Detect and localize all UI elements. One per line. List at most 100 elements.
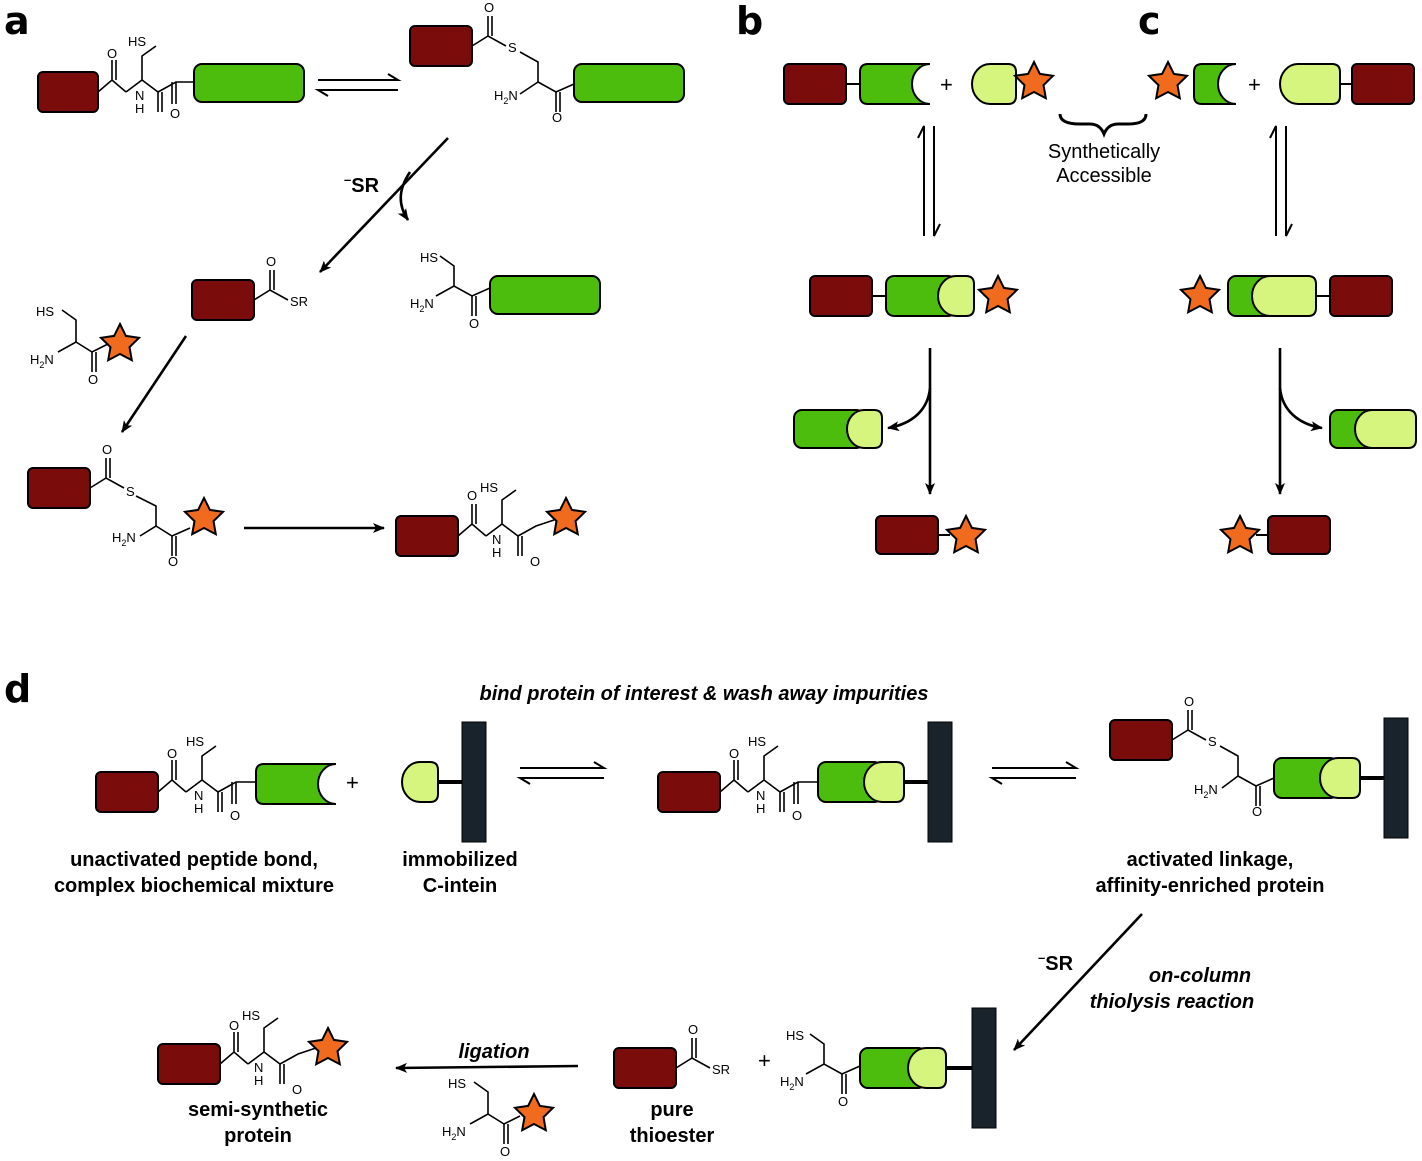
plus-sign: + <box>940 72 953 97</box>
resin-bound-intein: HS H2N O <box>780 1007 997 1129</box>
extein-domain-red <box>613 1047 677 1089</box>
unactivated-label-line2: complex biochemical mixture <box>54 875 334 897</box>
equilibrium-arrow-a <box>314 73 402 97</box>
cargo-star <box>308 1027 348 1066</box>
intein-domain-green <box>193 63 305 103</box>
pure-label-line2: thioester <box>630 1125 715 1147</box>
atom-n: N <box>194 788 203 803</box>
atom-o: O <box>88 372 98 387</box>
atom-h: H <box>135 101 144 116</box>
cargo-star <box>1148 61 1188 100</box>
alkyl-thioester: O SR <box>191 254 308 321</box>
bind-wash-note: bind protein of interest & wash away imp… <box>480 683 929 705</box>
amide-precursor: O HS N H O <box>37 34 305 121</box>
atom-o: O <box>530 554 540 569</box>
pure-thioester: O SR <box>613 1022 730 1089</box>
extein-domain-red <box>1351 63 1415 105</box>
c-intein-lightgreen <box>846 409 883 449</box>
thioester-intermediate: O S H2N O <box>409 0 685 125</box>
cargo-star <box>184 497 224 536</box>
extein-domain-red <box>409 25 473 67</box>
atom-s: S <box>508 40 517 55</box>
immobilized-c-intein <box>401 721 487 843</box>
resin-bead <box>927 721 953 843</box>
atom-h2n: H2N <box>112 530 136 548</box>
cargo-star <box>1180 275 1220 314</box>
extein-domain-red <box>1267 515 1331 555</box>
spliced-product-b <box>875 515 986 555</box>
excised-intein-arrow-c <box>1278 387 1323 432</box>
thiolysis-label-line1: on-column <box>1149 965 1251 987</box>
atom-hs: HS <box>420 250 438 265</box>
atom-o: O <box>688 1022 698 1037</box>
extein-domain-red <box>27 467 91 509</box>
activated-label-line2: affinity-enriched protein <box>1096 875 1325 897</box>
cargo-thioester: O S H2N O <box>27 442 224 569</box>
atom-n: N <box>135 88 144 103</box>
excised-intein-c <box>1329 409 1417 449</box>
atom-o: O <box>167 746 177 761</box>
intein-domain-green <box>573 63 685 103</box>
atom-hs: HS <box>448 1076 466 1091</box>
split-intein-complex-c <box>1180 275 1393 317</box>
spliced-product-c <box>1220 515 1331 555</box>
n-intein-green <box>255 763 337 805</box>
atom-o: O <box>838 1094 848 1109</box>
extein-domain-red <box>657 771 721 813</box>
cargo-star <box>978 275 1018 314</box>
c-intein-lightgreen <box>1354 409 1417 449</box>
atom-hs: HS <box>748 734 766 749</box>
ligated-product-a: O HS N H O <box>395 480 586 569</box>
immobilized-label-line1: immobilized <box>402 849 518 871</box>
atom-o: O <box>500 1144 510 1159</box>
atom-h2n: H2N <box>30 352 54 370</box>
cargo-star <box>514 1093 554 1132</box>
atom-n: N <box>254 1060 263 1075</box>
excised-intein-b <box>793 409 883 449</box>
extein-domain-red <box>395 515 459 557</box>
atom-hs: HS <box>480 480 498 495</box>
semi-synthetic-product: O HS N H O <box>157 1008 348 1097</box>
atom-o: O <box>484 0 494 15</box>
activated-thioester-resin: O S H2N O <box>1109 694 1409 839</box>
accessible-label: Accessible <box>1056 165 1152 187</box>
c-intein-cargo <box>971 61 1054 105</box>
atom-o: O <box>792 808 802 823</box>
synthetically-label: Synthetically <box>1048 141 1160 163</box>
cargo-star <box>546 497 586 536</box>
extein-domain-red <box>783 63 847 105</box>
panel-label-d: d <box>4 667 31 711</box>
atom-o: O <box>552 110 562 125</box>
cargo-star <box>1220 515 1260 554</box>
atom-hs: HS <box>786 1028 804 1043</box>
ligation-label: ligation <box>458 1041 529 1063</box>
semi-label-line1: semi-synthetic <box>188 1099 328 1121</box>
atom-o: O <box>467 488 477 503</box>
c-intein-lightgreen <box>401 761 439 803</box>
c-intein-lightgreen <box>863 761 905 803</box>
cargo-star <box>1014 61 1054 100</box>
atom-o: O <box>229 1018 239 1033</box>
atom-h: H <box>254 1073 263 1088</box>
extein-domain-red <box>875 515 939 555</box>
c-intein-lightgreen <box>1319 757 1361 799</box>
extein-domain-red <box>809 275 873 317</box>
atom-hs: HS <box>242 1008 260 1023</box>
equilibrium-arrow-d1 <box>516 761 608 785</box>
split-intein-complex-b <box>809 275 1018 317</box>
extein-domain-red <box>191 279 255 321</box>
resin-bead <box>971 1007 997 1129</box>
atom-hs: HS <box>186 734 204 749</box>
atom-h2n: H2N <box>780 1074 804 1092</box>
unactivated-precursor: O HS N H O <box>95 734 337 823</box>
atom-n: N <box>756 788 765 803</box>
c-intein-lightgreen <box>1251 275 1317 317</box>
release-arrow <box>397 171 412 221</box>
atom-o: O <box>292 1082 302 1097</box>
atom-s: S <box>1208 734 1217 749</box>
thiolate-reagent: –SR <box>344 172 380 197</box>
panel-label-c: c <box>1138 0 1161 43</box>
atom-n: N <box>492 532 501 547</box>
atom-s: S <box>126 484 135 499</box>
